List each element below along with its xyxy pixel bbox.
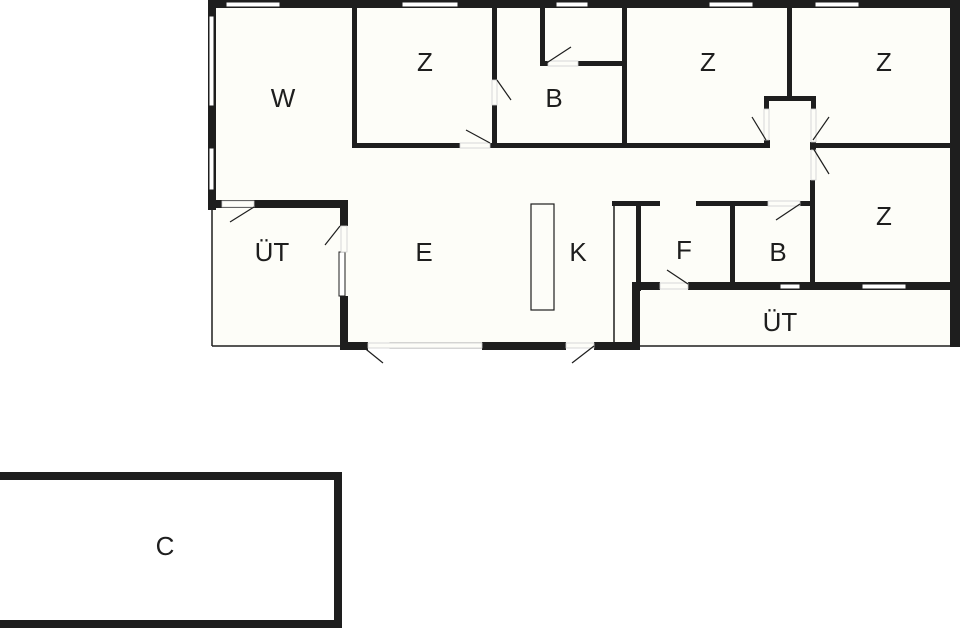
door-swing-icon <box>666 269 689 285</box>
room-label-dining: E <box>415 237 432 267</box>
floor-area <box>212 4 958 346</box>
door-opening <box>810 108 817 143</box>
door <box>810 108 830 143</box>
room-label-bathroom-1: B <box>545 83 562 113</box>
door <box>544 46 579 67</box>
door-swing-icon <box>812 116 830 141</box>
wall-segment <box>632 282 640 350</box>
wall-segment <box>340 200 348 226</box>
room-label-bathroom-2: B <box>769 237 786 267</box>
kitchen-island-counter <box>530 203 555 311</box>
wall-segment <box>811 96 816 109</box>
wall-segment <box>352 143 460 148</box>
door-swing-icon <box>812 147 830 175</box>
wall-segment <box>636 201 641 291</box>
wall-segment <box>764 140 770 148</box>
window <box>779 283 801 290</box>
window <box>225 1 281 8</box>
room-label-living: W <box>271 83 296 113</box>
door-opening <box>491 79 498 106</box>
door-opening <box>565 342 595 349</box>
door <box>751 108 770 141</box>
room-label-bedroom-3: Z <box>876 47 892 77</box>
door-swing-icon <box>496 79 512 101</box>
door-swing-icon <box>544 46 572 65</box>
room-label-bedroom-1: Z <box>417 47 433 77</box>
door <box>659 269 689 290</box>
window <box>338 251 346 297</box>
room-labels: W Z B Z Z ÜT E K F B Z ÜT C <box>156 47 892 561</box>
wall-segment <box>812 143 954 148</box>
door-opening <box>547 60 579 67</box>
wall-segment <box>352 8 357 148</box>
window <box>708 1 754 8</box>
window <box>814 1 860 8</box>
door <box>221 200 255 223</box>
window <box>555 1 589 8</box>
wall-segment <box>340 342 368 350</box>
wall-segment <box>787 8 792 100</box>
wall-segment <box>810 180 815 283</box>
door-opening <box>367 342 483 349</box>
door-opening <box>810 149 817 181</box>
door-swing-icon <box>751 116 767 141</box>
door-swing-icon <box>775 203 801 221</box>
wall-segment <box>622 8 627 148</box>
room-label-storage-2: ÜT <box>763 307 798 337</box>
kitchen-island <box>530 203 555 311</box>
door <box>810 147 830 181</box>
door <box>361 342 483 364</box>
wall-segment <box>594 342 640 350</box>
wall-segment <box>254 200 348 208</box>
wall-segment <box>764 96 816 101</box>
wall-segment <box>540 61 548 66</box>
wall-segment <box>730 201 735 286</box>
window <box>208 147 215 191</box>
window <box>208 15 215 107</box>
door-swing-icon <box>571 345 595 364</box>
carport <box>0 472 342 628</box>
door <box>324 225 348 253</box>
wall-segment <box>632 282 660 290</box>
room-label-bedroom-4: Z <box>876 201 892 231</box>
room-label-bedroom-2: Z <box>700 47 716 77</box>
thin-walls <box>211 206 952 347</box>
door <box>767 200 801 221</box>
door-opening <box>767 200 801 207</box>
door-opening <box>763 108 770 141</box>
wall-segment <box>490 143 770 148</box>
door-opening <box>459 142 491 149</box>
wall-segment <box>540 8 545 64</box>
wall-segment <box>688 282 958 290</box>
door-swing-icon <box>361 345 384 364</box>
door-opening <box>340 225 348 253</box>
carport-outline <box>0 472 342 628</box>
door <box>565 342 595 364</box>
wall-segment <box>340 296 348 350</box>
wall-segment <box>578 61 626 66</box>
door <box>459 129 491 149</box>
wall-segment <box>800 201 815 206</box>
house-floor <box>212 4 958 346</box>
room-label-hallway: F <box>676 235 692 265</box>
door-opening <box>659 282 689 290</box>
wall-segment <box>482 342 566 350</box>
wall-segment <box>764 96 769 109</box>
wall-segment <box>492 8 497 80</box>
door <box>491 79 512 106</box>
wall-segment <box>950 0 960 347</box>
room-label-carport: C <box>156 531 175 561</box>
door-swing-icon <box>465 129 491 144</box>
door-swing-icon <box>229 206 255 223</box>
window <box>401 1 459 8</box>
door-opening <box>221 200 255 208</box>
window <box>861 283 907 290</box>
room-label-kitchen: K <box>569 237 587 267</box>
wall-segment <box>492 105 497 148</box>
doors <box>221 46 830 364</box>
door-swing-icon <box>324 225 341 246</box>
room-label-storage-1: ÜT <box>255 237 290 267</box>
